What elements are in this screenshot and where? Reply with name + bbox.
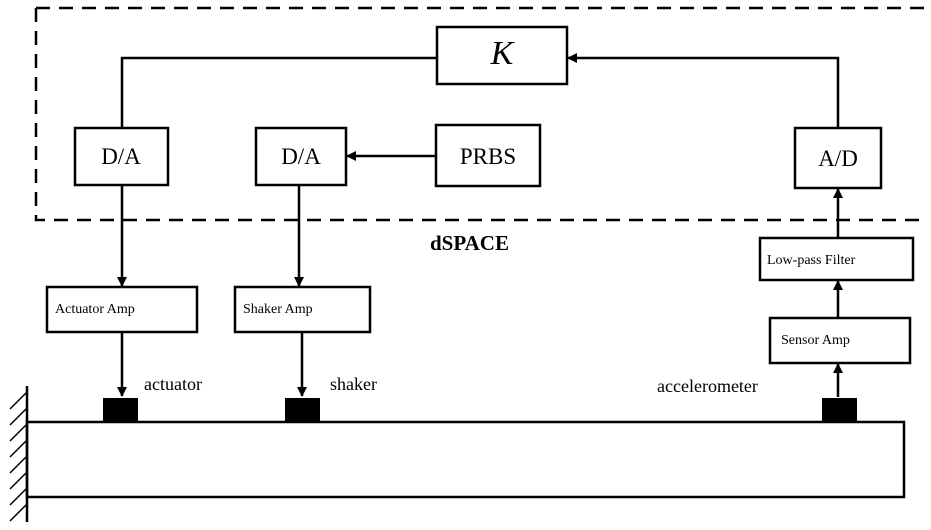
shaker-label: shaker bbox=[330, 374, 377, 394]
accelerometer-element bbox=[822, 398, 857, 422]
cantilever-beam bbox=[25, 420, 906, 499]
da-shaker-block bbox=[254, 126, 348, 187]
shaker-element bbox=[285, 398, 320, 422]
prbs-label: PRBS bbox=[460, 144, 516, 169]
dspace-boundary bbox=[34, 6, 926, 222]
accelerometer-label: accelerometer bbox=[657, 376, 758, 396]
da-shaker-label: D/A bbox=[281, 144, 321, 169]
lowpass-filter-label: Low-pass Filter bbox=[767, 253, 856, 268]
shaker-amp-block bbox=[233, 285, 372, 334]
k-to-da-actuator-line bbox=[120, 56, 437, 128]
actuator-label: actuator bbox=[144, 374, 202, 394]
actuator-amp-block bbox=[45, 285, 199, 334]
da-actuator-label: D/A bbox=[101, 144, 141, 169]
ad-label: A/D bbox=[818, 146, 858, 171]
dspace-label: dSPACE bbox=[430, 231, 509, 255]
actuator-element bbox=[103, 398, 138, 422]
shaker-amp-label: Shaker Amp bbox=[243, 302, 313, 317]
ad-to-k-arrow bbox=[567, 53, 840, 128]
sensor-amp-label: Sensor Amp bbox=[781, 333, 850, 348]
controller-k-label: K bbox=[490, 35, 516, 72]
wall-hatching bbox=[9, 391, 28, 522]
actuator-amp-label: Actuator Amp bbox=[55, 302, 135, 317]
